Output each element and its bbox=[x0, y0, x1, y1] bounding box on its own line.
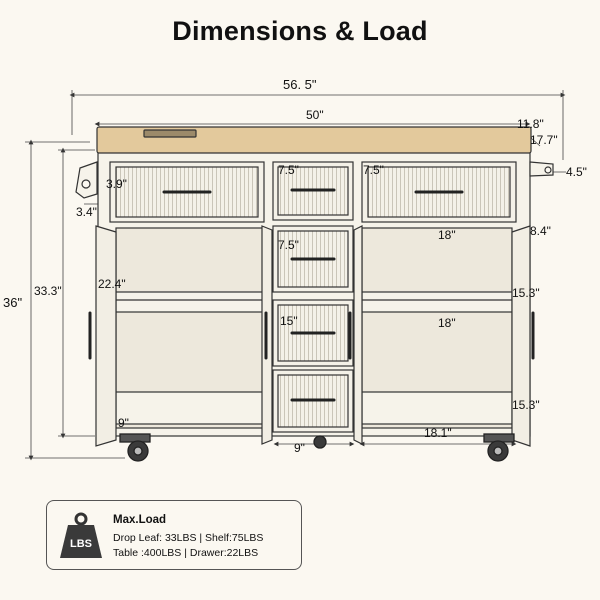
page-title: Dimensions & Load bbox=[172, 16, 428, 46]
max-load-line-1: Drop Leaf: 33LBS | Shelf:75LBS bbox=[113, 532, 264, 544]
dim-left-hook-height: 3.9" bbox=[106, 177, 127, 191]
dim-total-height: 36" bbox=[3, 295, 23, 310]
dim-left-bottom-gap: 9" bbox=[118, 416, 129, 430]
dim-towel-bar: 4.5" bbox=[566, 165, 587, 179]
wood-top bbox=[96, 126, 532, 154]
left-door bbox=[95, 225, 117, 447]
dim-top-drawer-left: 7.5" bbox=[278, 163, 299, 177]
dim-side-depth-2: 17.7" bbox=[530, 133, 558, 147]
wheels bbox=[119, 433, 515, 462]
dim-left-cabinet-height: 22.4" bbox=[98, 277, 126, 291]
right-door bbox=[511, 225, 531, 447]
dim-top-width: 50" bbox=[306, 108, 324, 122]
weight-icon-label: LBS bbox=[70, 538, 92, 550]
dim-top-drawer-right: 7.5" bbox=[363, 163, 384, 177]
weight-icon: LBS bbox=[57, 511, 105, 561]
dim-left-hook-width: 3.4" bbox=[76, 205, 97, 219]
dim-right-shelf-height-top: 15.3" bbox=[512, 286, 540, 300]
handles bbox=[88, 188, 535, 402]
dim-right-side-gap: 8.4" bbox=[530, 224, 551, 238]
side-accessories bbox=[75, 161, 554, 199]
max-load-heading: Max.Load bbox=[113, 514, 167, 526]
dim-overall-width: 56. 5" bbox=[283, 77, 317, 92]
dim-side-depth-1: 11.8" bbox=[517, 117, 544, 131]
dim-right-shelf-width-top: 18" bbox=[438, 228, 456, 242]
dim-bottom-right-width: 18.1" bbox=[424, 426, 452, 440]
dim-right-shelf-width-mid: 18" bbox=[438, 316, 456, 330]
cabinet-body bbox=[95, 126, 532, 447]
dim-middle-drawer-width: 15" bbox=[280, 314, 298, 328]
dim-right-shelf-height-bottom: 15.3" bbox=[512, 398, 540, 412]
dim-middle-drawer-2: 7.5" bbox=[278, 238, 299, 252]
dim-body-height: 33.3" bbox=[34, 284, 62, 298]
max-load-line-2: Table :400LBS | Drawer:22LBS bbox=[113, 547, 259, 559]
max-load-panel: LBS Max.Load Drop Leaf: 33LBS | Shelf:75… bbox=[46, 500, 302, 570]
dim-bottom-center-width: 9" bbox=[294, 441, 305, 455]
